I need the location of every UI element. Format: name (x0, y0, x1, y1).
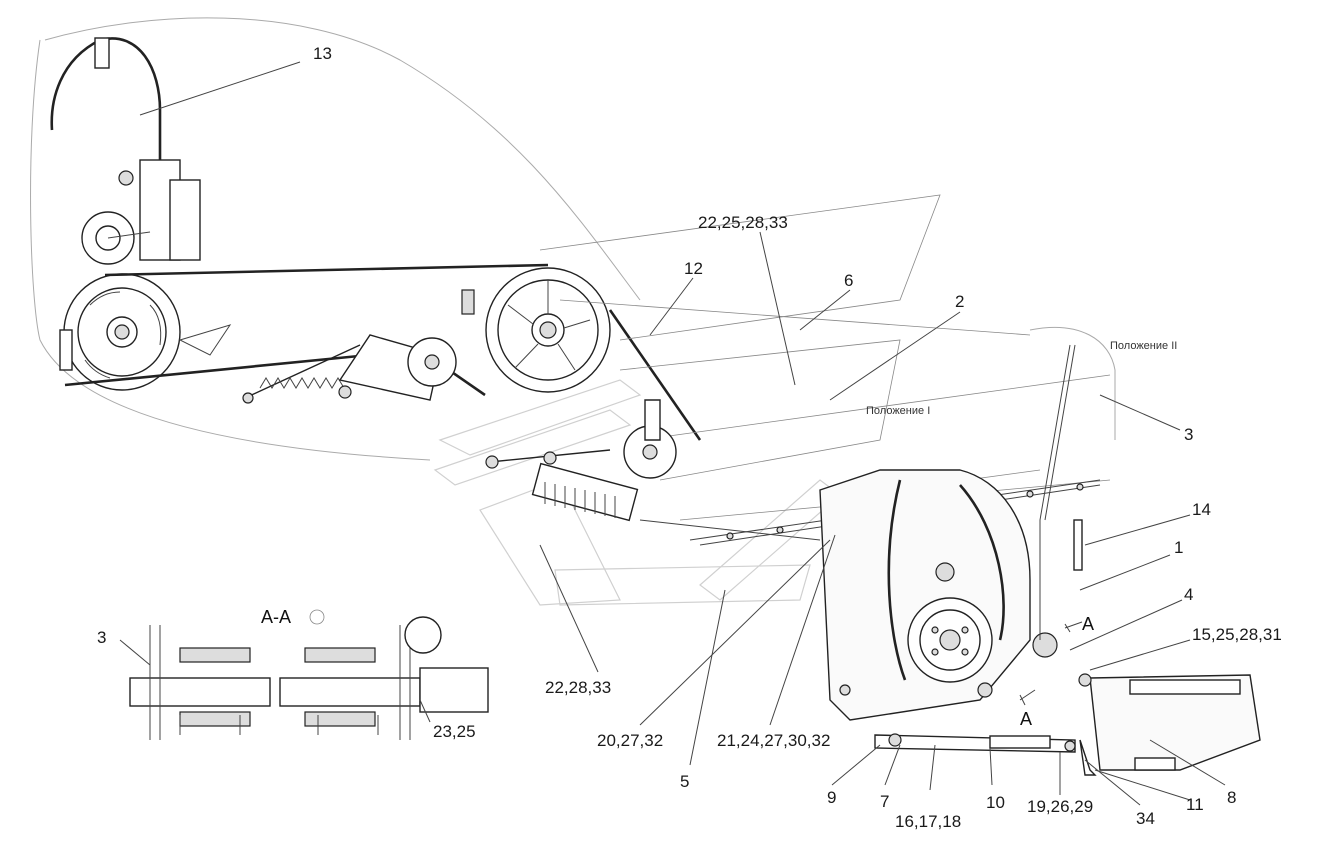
upper-drive-assembly (50, 37, 232, 391)
callout-13: 13 (313, 44, 332, 63)
section-view-a-a (129, 609, 489, 740)
callout-labels: 13 22,25,28,33 12 6 2 3 14 1 4 15,25,28,… (97, 44, 1282, 831)
right-frame (1039, 344, 1261, 771)
callout-21-24-27-30-32: 21,24,27,30,32 (717, 731, 830, 750)
callout-34: 34 (1136, 809, 1155, 828)
callout-22-28-33: 22,28,33 (545, 678, 611, 697)
tensioner-spring-lower (485, 399, 821, 541)
callout-16-17-18: 16,17,18 (895, 812, 961, 831)
leader-lines (119, 61, 1226, 806)
position-label-1: Положение I (866, 405, 930, 417)
machine-outline (30, 17, 1116, 461)
pulley-12 (461, 267, 611, 393)
callout-23-25: 23,25 (433, 722, 476, 741)
callout-8: 8 (1227, 788, 1236, 807)
watermark-logo (433, 379, 841, 606)
callout-5: 5 (680, 772, 689, 791)
callout-3-right: 3 (1184, 425, 1193, 444)
callout-19-26-29: 19,26,29 (1027, 797, 1093, 816)
callout-4: 4 (1184, 585, 1193, 604)
callout-15-25-28-31: 15,25,28,31 (1192, 625, 1282, 644)
callout-6: 6 (844, 271, 853, 290)
shield-panels (539, 194, 1111, 521)
callout-9: 9 (827, 788, 836, 807)
section-mark-lower: А (1020, 709, 1032, 729)
callout-12: 12 (684, 259, 703, 278)
callout-14: 14 (1192, 500, 1211, 519)
callout-20-27-32: 20,27,32 (597, 731, 663, 750)
tensioner-spring-upper (242, 334, 457, 404)
callout-3-left: 3 (97, 628, 106, 647)
callout-11: 11 (1186, 795, 1204, 814)
callout-10: 10 (986, 793, 1005, 812)
lower-bar (874, 733, 1097, 776)
section-markers (1019, 621, 1083, 706)
section-title: А-А (261, 607, 291, 627)
callout-2: 2 (955, 292, 964, 311)
callout-22-25-28-33: 22,25,28,33 (698, 213, 788, 232)
callout-1: 1 (1174, 538, 1183, 557)
position-label-2: Положение II (1110, 340, 1177, 352)
section-mark-upper: А (1082, 614, 1094, 634)
callout-7: 7 (880, 792, 889, 811)
lower-housing (819, 469, 1058, 721)
